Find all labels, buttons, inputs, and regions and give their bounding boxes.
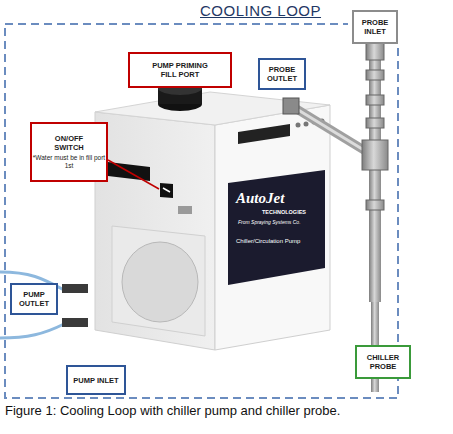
plate-text: AutoJet (236, 190, 284, 207)
callout-heading: CHILLER PROBE (357, 353, 409, 371)
pump-panel (112, 226, 205, 336)
probe-arm (295, 108, 372, 155)
latch (178, 206, 192, 214)
pump-window (122, 242, 198, 322)
label-plate (228, 170, 325, 285)
fitting (366, 200, 384, 210)
pump-display (238, 124, 290, 144)
on-off-switch (160, 183, 173, 198)
callout-box: PROBE OUTLET (258, 58, 306, 90)
callout-note: *Water must be in fill port 1st (32, 154, 106, 170)
button (296, 123, 301, 128)
hose-connector (62, 318, 88, 327)
plate-text: Chiller/Circulation Pump (236, 238, 300, 244)
pump-left-face (95, 112, 215, 350)
fitting (366, 118, 384, 128)
plate-text: TECHNOLOGIES (262, 209, 306, 215)
plate-text: From Spraying Systems Co. (238, 219, 301, 225)
fitting (366, 95, 384, 105)
callout-heading: PROBE INLET (354, 18, 396, 36)
pump-right-face (215, 105, 330, 350)
callout-heading: PUMP INLET (73, 376, 118, 385)
title: COOLING LOOP (200, 2, 321, 19)
probe-outlet-fitting (283, 98, 299, 114)
callout-box: CHILLER PROBE (355, 345, 411, 379)
callout-box: ON/OFF SWITCH *Water must be in fill port… (30, 122, 108, 182)
callout-heading: PUMP PRIMING FILL PORT (144, 61, 216, 79)
hose (0, 324, 64, 338)
elbow-fitting (362, 140, 388, 170)
probe-arm (295, 108, 372, 155)
pump-top (95, 92, 330, 125)
loop-frame (5, 24, 398, 398)
fitting (366, 70, 384, 80)
callout-box: PUMP PRIMING FILL PORT (128, 52, 232, 88)
callout-heading: PROBE OUTLET (260, 65, 304, 83)
switch-rocker (163, 188, 170, 192)
callout-heading: ON/OFF SWITCH (49, 134, 89, 152)
hose-connector (62, 284, 88, 293)
caption: Figure 1: Cooling Loop with chiller pump… (5, 403, 350, 418)
callout-heading: PUMP OUTLET (12, 290, 56, 308)
leader-line (108, 160, 159, 189)
button (304, 122, 309, 127)
callout-box: PUMP INLET (66, 365, 126, 395)
callout-box: PROBE INLET (352, 10, 398, 44)
callout-box: PUMP OUTLET (10, 283, 58, 315)
